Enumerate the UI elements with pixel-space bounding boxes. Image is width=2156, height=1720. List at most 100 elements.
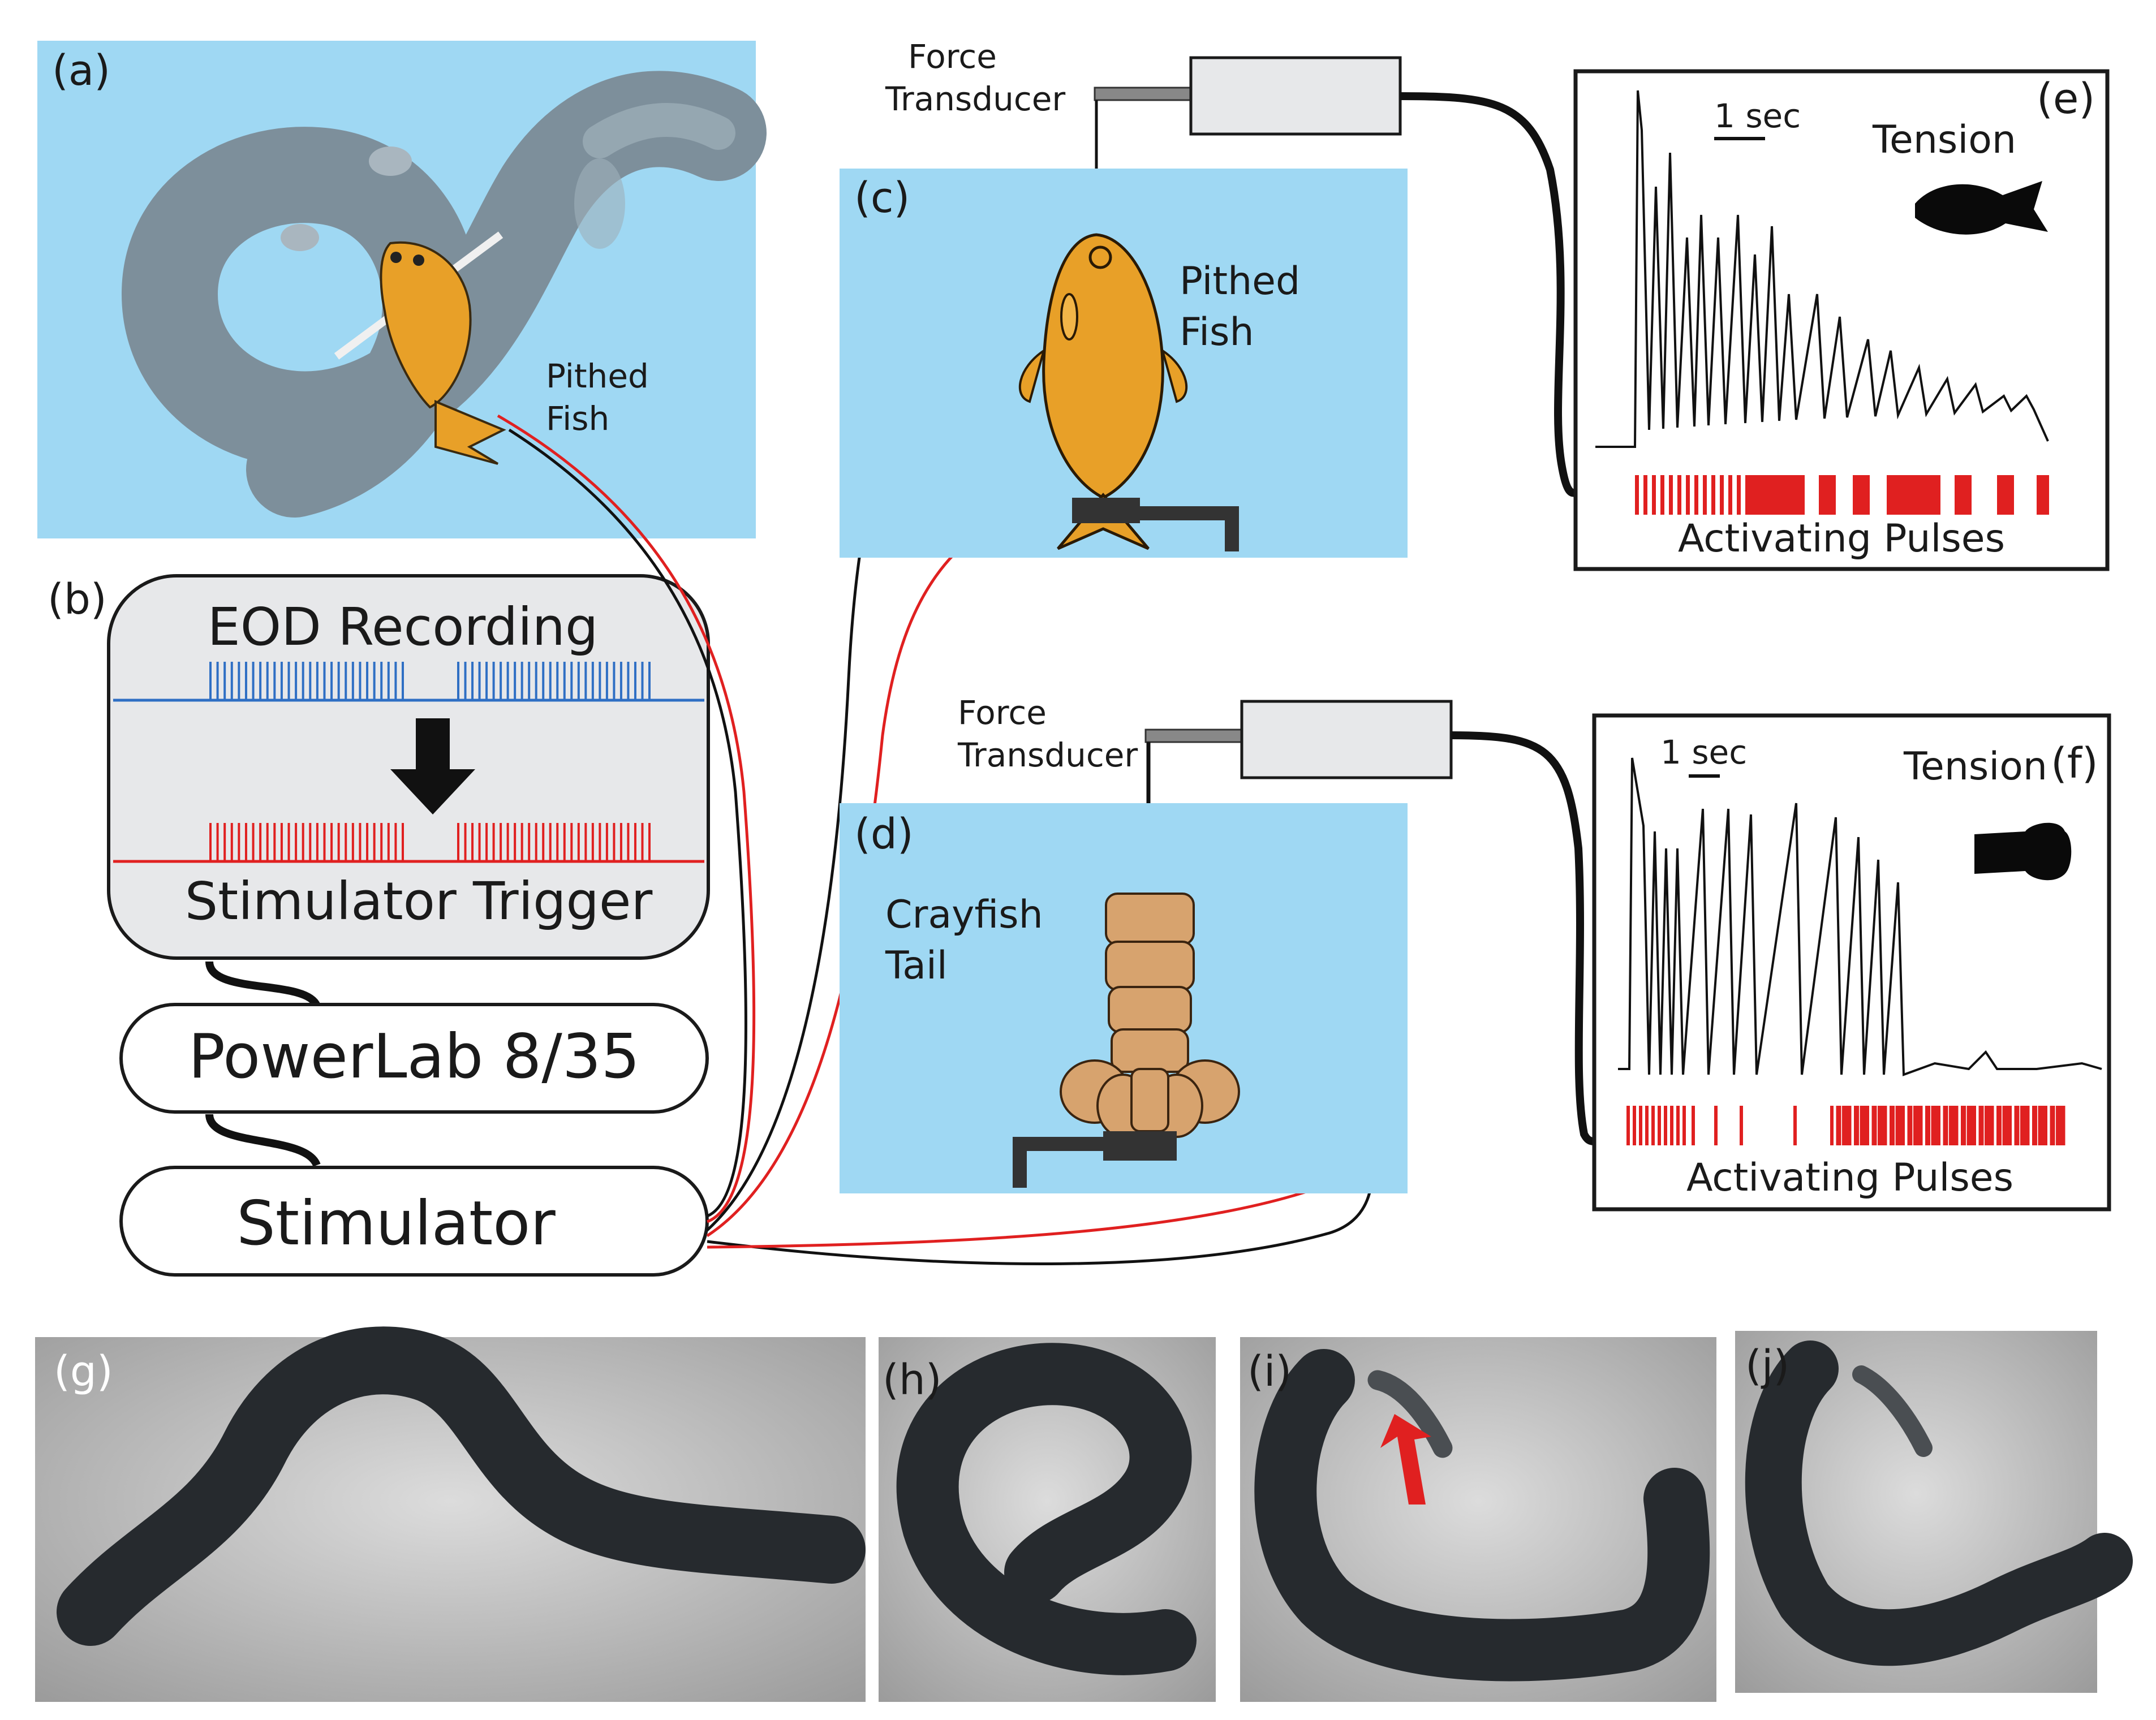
pulse — [1658, 1106, 1661, 1145]
pulse — [1660, 475, 1664, 515]
wire-black-a — [508, 428, 747, 1218]
pulse — [2020, 1106, 2027, 1145]
pulse — [1720, 475, 1724, 515]
pulse — [1943, 1106, 1948, 1145]
pulse — [1887, 475, 1940, 515]
prey-fish-j — [1852, 1365, 1933, 1457]
panel-f-label: (f) — [2051, 739, 2098, 788]
pulse — [1793, 1106, 1797, 1145]
panel-f-pulse-train — [1626, 1106, 2065, 1145]
pulse — [1848, 1106, 1852, 1145]
clamp-c — [1072, 498, 1140, 523]
panel-e-tension: Tension — [1872, 118, 2016, 162]
eel-silhouette-i — [1254, 1349, 1710, 1682]
panel-a: (a) Pithed Fish — [37, 41, 767, 538]
pulse — [1686, 475, 1690, 515]
pulse — [1913, 1106, 1920, 1145]
pulse — [1878, 1106, 1884, 1145]
eel-tail-a — [583, 103, 735, 158]
pulse — [1694, 475, 1698, 515]
panel-e-pulse-train — [1635, 475, 2049, 515]
pulse — [1633, 1106, 1636, 1145]
pulse — [1676, 1106, 1680, 1145]
panel-e: (e) 1 sec Tension Activating Pulses — [1573, 69, 2110, 571]
pulse — [1961, 1106, 1966, 1145]
eod-recording-title: EOD Recording — [208, 597, 599, 657]
panel-h: (h) — [879, 1337, 1216, 1702]
panel-e-tension-trace — [1595, 90, 2049, 448]
prey-fish-i — [1367, 1370, 1453, 1458]
pulse — [1853, 475, 1870, 515]
pulse — [1652, 475, 1656, 515]
force-transducer-top-line2: Transducer — [885, 80, 1065, 118]
pulse — [1728, 475, 1732, 515]
force-transducer-rod-top — [1094, 87, 1192, 101]
pulse — [1895, 1106, 1903, 1145]
red-arrow-icon — [1380, 1414, 1431, 1505]
force-transducer-bottom-line1: Force — [958, 693, 1047, 732]
eel-silhouette-g — [57, 1326, 866, 1646]
panel-b: (b) EOD Recording Stimulator Trigger — [48, 574, 710, 960]
pulse — [1966, 1106, 1974, 1145]
clamp-stand-d — [1013, 1137, 1103, 1188]
pulse — [1955, 1106, 1959, 1145]
pithed-fish-a-line1: Pithed — [546, 357, 649, 395]
pulse — [1871, 1106, 1877, 1145]
force-transducer-top — [1189, 56, 1402, 136]
pulse — [1664, 1106, 1667, 1145]
panel-i: (i) — [1240, 1337, 1716, 1702]
panel-f-tension: Tension — [1903, 744, 2047, 789]
fish-silhouette-icon — [1915, 181, 2048, 235]
powerlab-box — [119, 1003, 709, 1114]
pulse — [2008, 1106, 2012, 1145]
eel-silhouette-j — [1745, 1340, 2133, 1666]
clamp-stand-c — [1140, 506, 1239, 551]
panel-f-tension-trace — [1618, 757, 2102, 1076]
pulse — [1745, 475, 1749, 515]
panel-f-pulses-label: Activating Pulses — [1686, 1156, 2013, 1200]
crayfish-line2: Tail — [885, 943, 948, 988]
force-transducer-rod-bottom — [1144, 728, 1243, 743]
pulse — [2014, 1106, 2020, 1145]
panel-e-scale: 1 sec — [1714, 97, 1801, 135]
force-transducer-top-line1: Force — [908, 37, 997, 76]
pulse — [1703, 475, 1707, 515]
panel-e-label: (e) — [2037, 75, 2095, 123]
pulse — [1635, 475, 1639, 515]
pithed-fish-a — [380, 241, 506, 465]
eod-spike-train — [209, 662, 651, 700]
eel-fin-a — [369, 146, 412, 176]
pulse — [1677, 475, 1681, 515]
panel-a-label: (a) — [52, 46, 110, 95]
eel-silhouette-h — [896, 1343, 1197, 1675]
force-transducer-bottom — [1240, 700, 1453, 779]
crayfish-line1: Crayfish — [885, 893, 1043, 937]
panel-g-label: (g) — [54, 1347, 113, 1396]
pulse — [1643, 475, 1647, 515]
panel-i-label: (i) — [1247, 1347, 1292, 1396]
pulse — [1669, 475, 1673, 515]
pulse — [1819, 475, 1836, 515]
pulse — [1670, 1106, 1673, 1145]
pulse — [1651, 1106, 1655, 1145]
pulse — [2062, 1106, 2065, 1145]
panel-c: Force Transducer (c) Pithed Fish — [840, 37, 1408, 558]
cable-transducer-e — [1400, 92, 1577, 497]
pulse — [1854, 1106, 1859, 1145]
pulse — [1860, 1106, 1867, 1145]
panel-e-pulses-label: Activating Pulses — [1678, 516, 2005, 561]
powerlab-label: PowerLab 8/35 — [188, 1021, 640, 1092]
wire-red-a — [497, 414, 756, 1223]
pithed-fish-c-line1: Pithed — [1180, 259, 1300, 304]
pulse — [2038, 1106, 2045, 1145]
panel-j-label: (j) — [1745, 1342, 1789, 1390]
pulse — [1682, 1106, 1686, 1145]
pulse — [2056, 1106, 2063, 1145]
pulse — [1955, 475, 1972, 515]
pulse — [1901, 1106, 1905, 1145]
pithed-fish-c-line2: Fish — [1180, 310, 1254, 355]
pulse — [1639, 1106, 1642, 1145]
pulse — [1925, 1106, 1930, 1145]
panel-d: Force Transducer (d) Crayfish Tail — [840, 693, 1453, 1193]
